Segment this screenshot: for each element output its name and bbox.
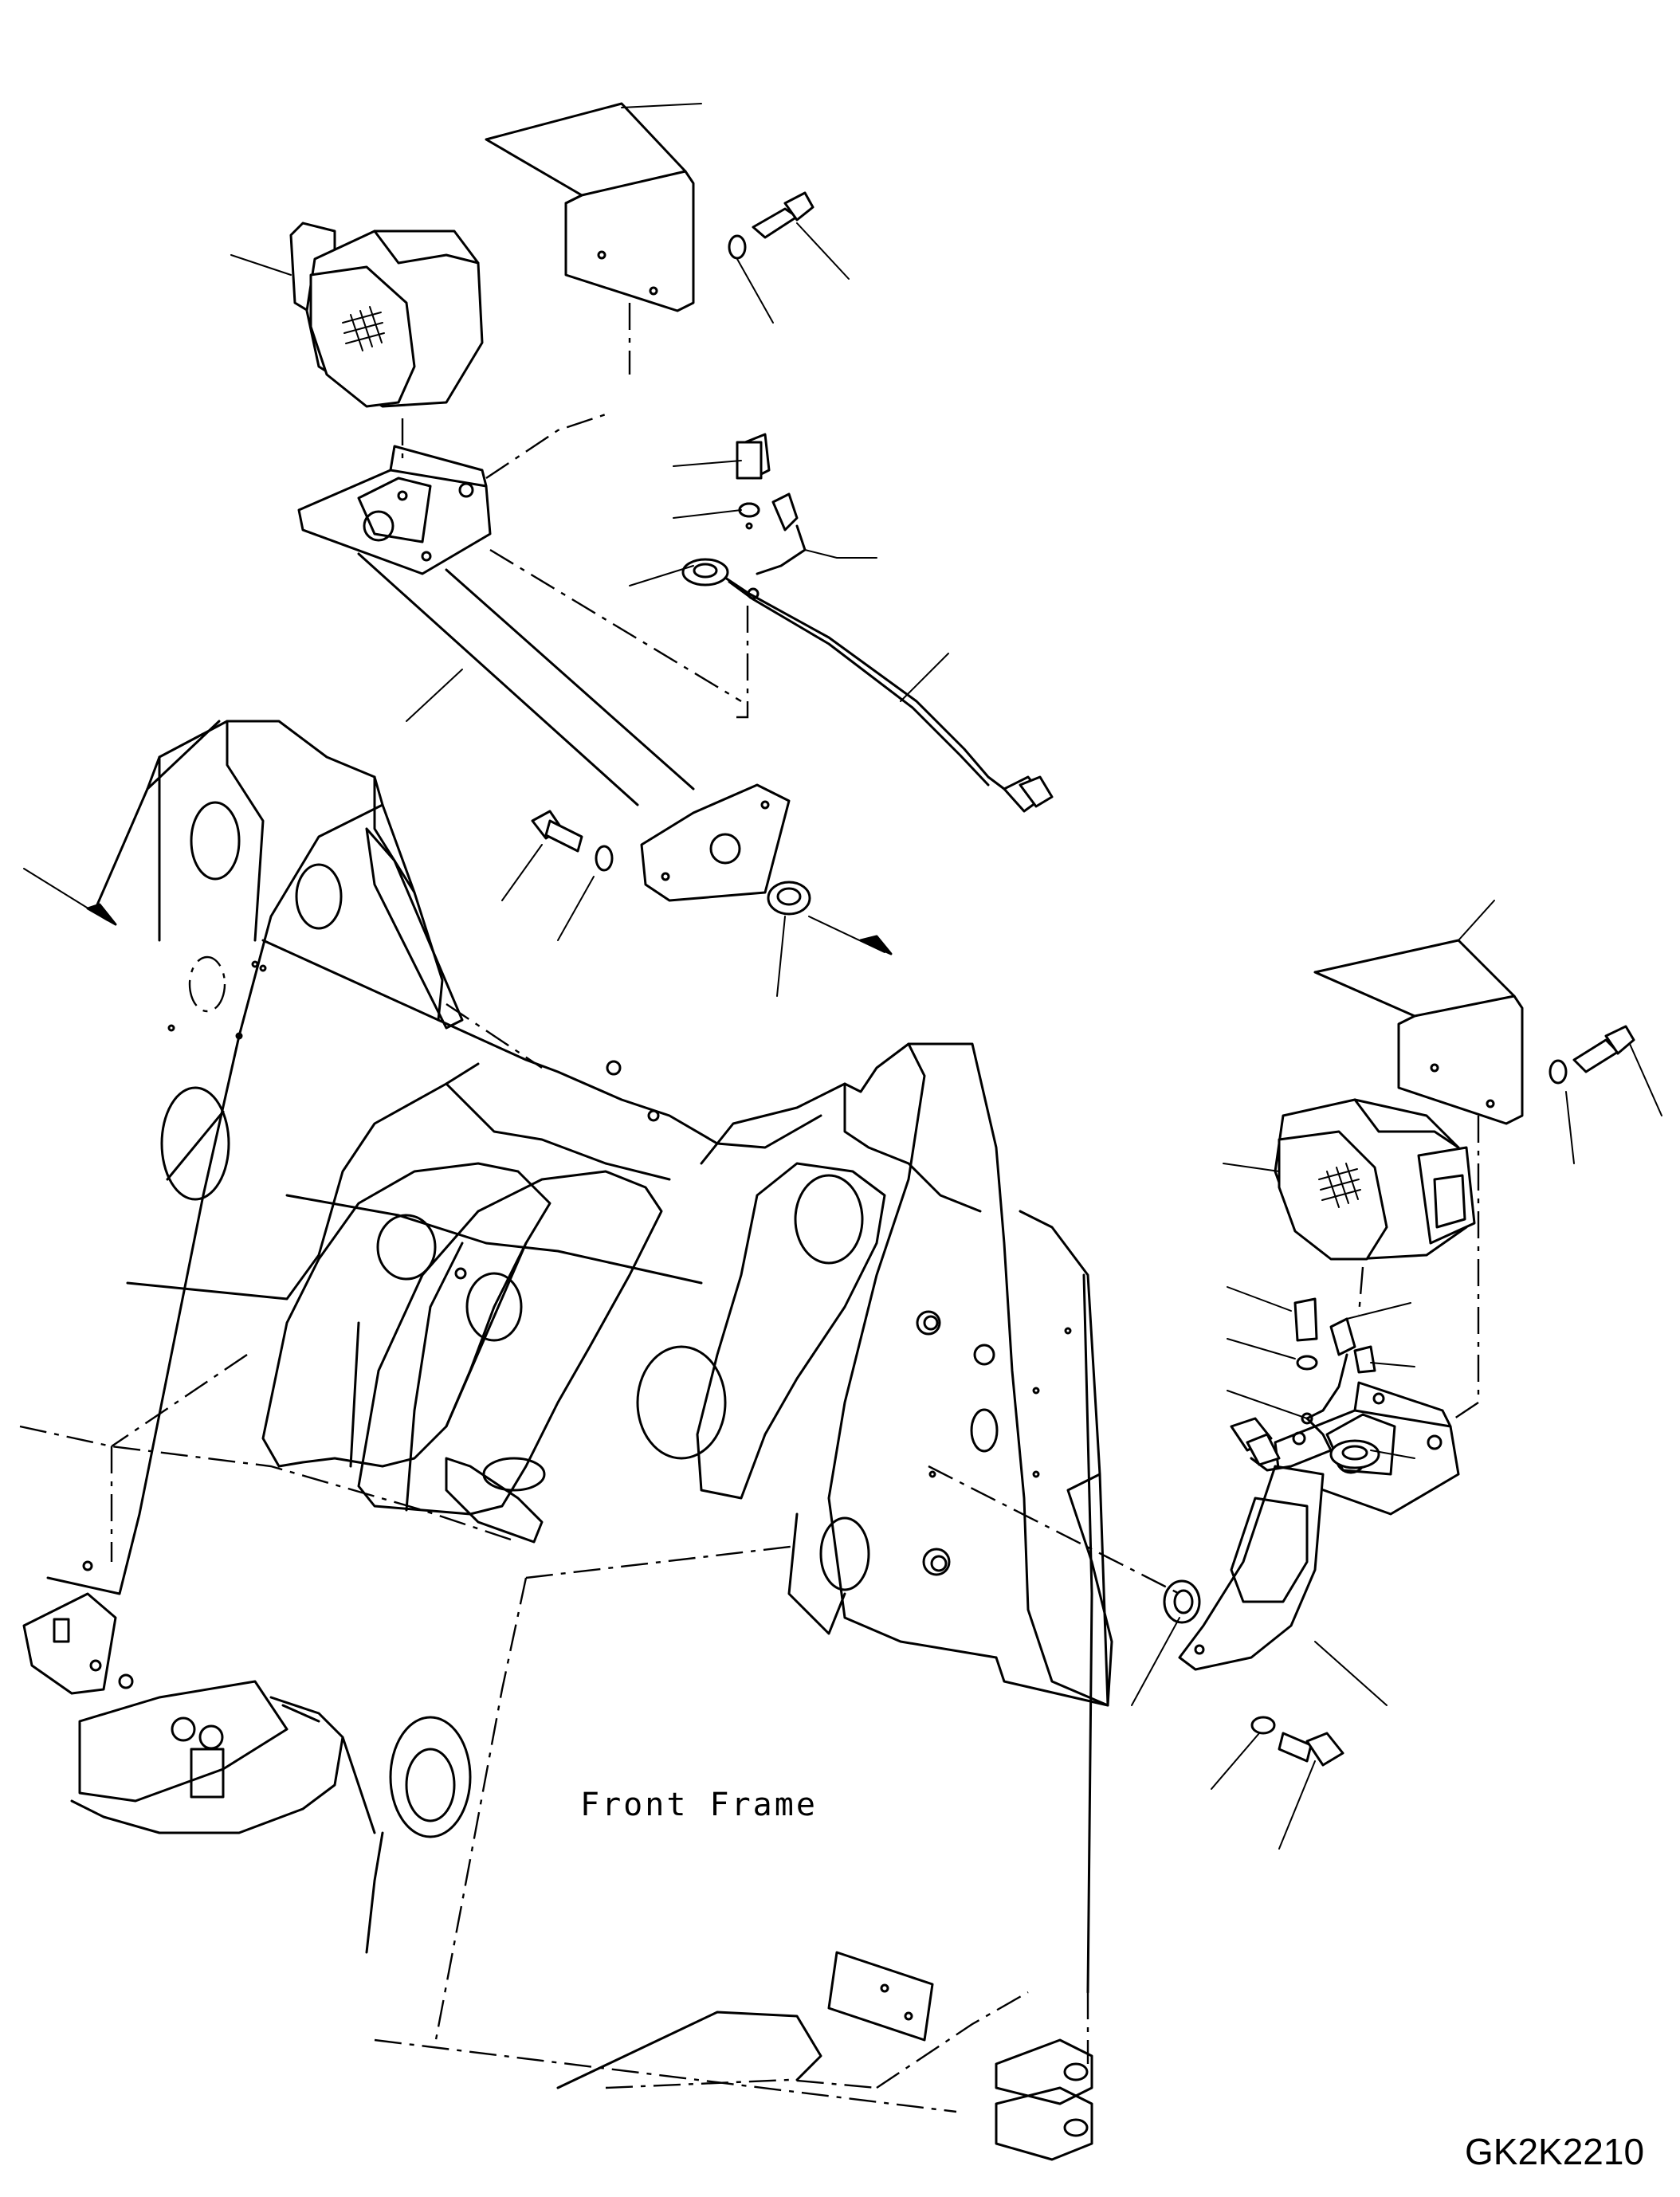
lower-cover-washer <box>1549 1059 1568 1085</box>
upper-cover-washer <box>728 234 747 260</box>
upper-lamp-bracket <box>297 445 492 575</box>
lower-mount-washer <box>1250 1716 1276 1735</box>
upper-grommet <box>767 881 811 916</box>
lower-mount-plate <box>1178 1465 1325 1671</box>
front-frame <box>19 720 1113 2161</box>
lower-cover-bolt <box>1572 1025 1635 1073</box>
upper-ground-bolt <box>736 441 763 480</box>
upper-lamp-assembly <box>23 102 1054 997</box>
upper-mount-plate <box>640 783 791 902</box>
upper-ground-washer <box>738 502 760 518</box>
drawing-code-label: GK2K2210 <box>1465 2131 1644 2172</box>
upper-wire-harness <box>681 433 1054 813</box>
upper-mount-washer <box>595 845 614 872</box>
upper-mount-bolt <box>531 810 583 853</box>
lower-wire-harness <box>1230 1297 1380 1472</box>
upper-cover-bolt <box>752 191 814 239</box>
lower-lamp <box>1274 1098 1476 1261</box>
lower-lamp-assembly <box>928 900 1662 1850</box>
upper-lamp <box>289 222 484 408</box>
upper-cover-plate <box>485 102 695 312</box>
lower-cover-plate <box>1313 939 1524 1125</box>
front-frame-label: Front Frame <box>580 1787 818 1823</box>
lower-mount-bolt <box>1278 1732 1344 1767</box>
lower-grommet <box>1163 1579 1201 1624</box>
